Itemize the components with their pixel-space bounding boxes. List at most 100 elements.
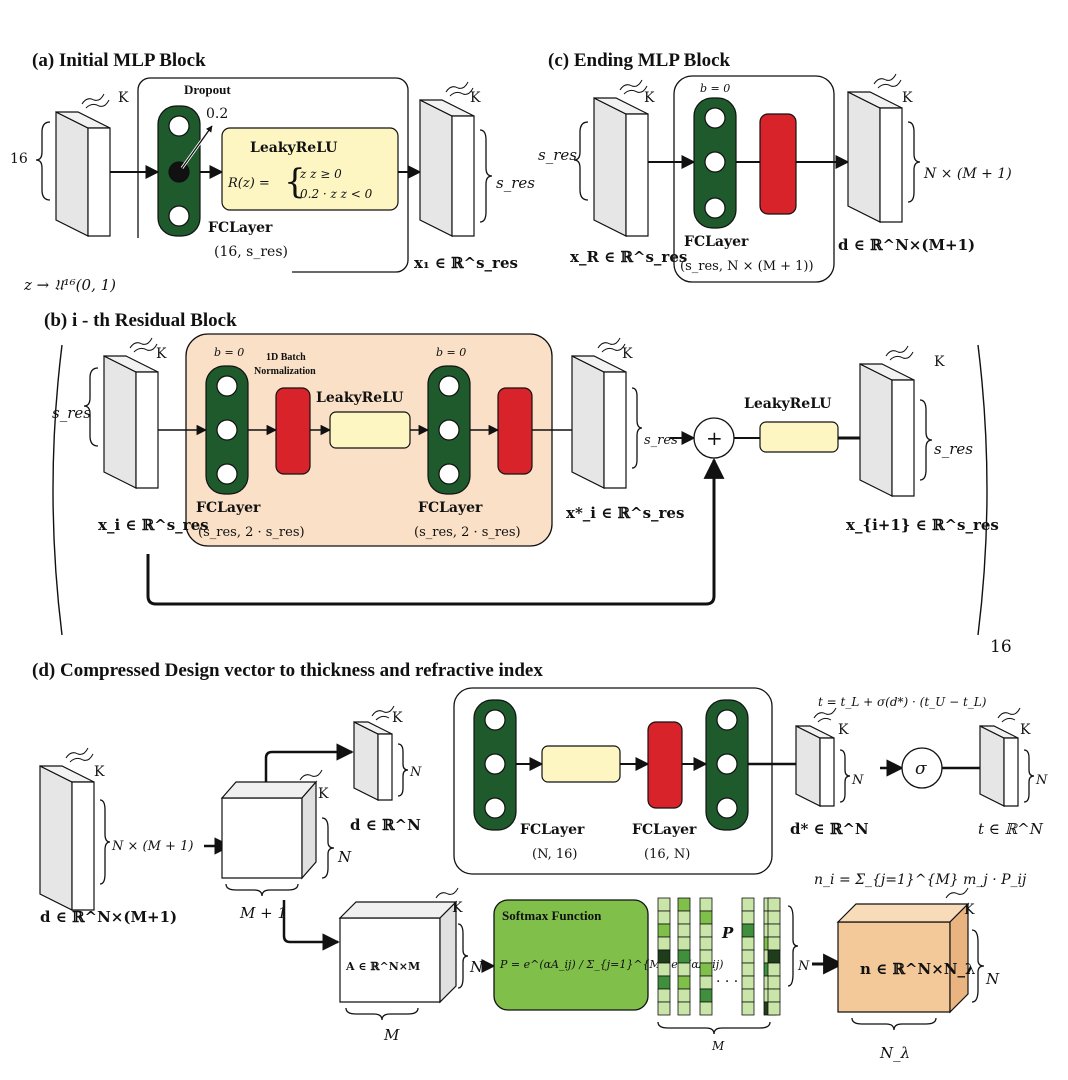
p-matrix-cell [767, 949, 781, 964]
ending-mlp-container [673, 75, 835, 283]
p-matrix-cell [741, 988, 755, 1003]
dropout-rate: 0.2 [206, 106, 228, 122]
p-matrix-cell [741, 923, 755, 938]
leakyrelu-box-b-outer [759, 421, 839, 453]
p-matrix-cell [767, 897, 781, 912]
d-top-tensor [353, 705, 395, 801]
add-symbol: + [706, 426, 723, 450]
output-label-a: x₁ ∈ ℝ^s_res [414, 254, 518, 272]
repeat-count: 16 [990, 637, 1012, 657]
k-label: K [318, 786, 329, 802]
p-matrix-cell [677, 923, 691, 938]
p-matrix-cell [699, 988, 713, 1003]
k-label: K [392, 710, 403, 726]
panel-a: (a) Initial MLP Block K 16 Dropout 0.2 F… [10, 50, 535, 294]
p-matrix-cell [699, 923, 713, 938]
p-matrix [657, 897, 781, 1016]
dropout-layer-d [647, 721, 683, 809]
p-matrix-cell [699, 975, 713, 990]
p-matrix-cell [699, 910, 713, 925]
panel-c-title: (c) Ending MLP Block [548, 50, 731, 71]
input-brace [35, 121, 51, 201]
p-matrix-cell [767, 936, 781, 951]
input-dim-label: 16 [10, 151, 28, 167]
leakyrelu-label-b-inner: LeakyReLU [316, 390, 404, 406]
p-matrix-cell [767, 962, 781, 977]
panel-d-title: (d) Compressed Design vector to thicknes… [32, 660, 543, 681]
p-matrix-cell [657, 897, 671, 912]
p-dim-m: M [711, 1039, 725, 1053]
fc-dims-b2: (s_res, 2 · s_res) [414, 525, 521, 540]
mid-label-b: x*_i ∈ ℝ^s_res [566, 504, 684, 522]
output-label-c: d ∈ ℝ^N×(M+1) [838, 236, 975, 254]
dropout-layer-b [497, 387, 533, 475]
dropout-layer-c [759, 113, 797, 215]
k-label: K [934, 354, 945, 370]
repeat-paren-left [52, 344, 63, 636]
output-dim-c: N × (M + 1) [923, 166, 1012, 182]
input-tensor-c [593, 79, 649, 237]
output-tensor-b [859, 345, 915, 497]
fc-label-c: FCLayer [684, 234, 749, 250]
k-label: K [838, 722, 849, 738]
p-matrix-cell [699, 949, 713, 964]
bn-label-line2: Normalization [254, 366, 316, 377]
fc-dims-b1: (s_res, 2 · s_res) [198, 525, 305, 540]
p-matrix-cell [657, 1001, 671, 1016]
input-dim-b: s_res [52, 404, 91, 422]
initial-mlp-container [137, 77, 409, 273]
input-label-c: x_R ∈ ℝ^s_res [570, 248, 687, 266]
p-matrix-cell [741, 949, 755, 964]
k-label: K [622, 346, 633, 362]
n-lambda: N_λ [879, 1044, 910, 1062]
p-matrix-cell [699, 897, 713, 912]
noise-label: z → 𝔘¹⁶(0, 1) [23, 276, 116, 294]
fc-dims-d2: (16, N) [644, 847, 690, 862]
p-matrix-cell [677, 949, 691, 964]
p-matrix-cell [767, 1001, 781, 1016]
p-dots: · · · [716, 974, 738, 990]
output-label-b: x_{i+1} ∈ ℝ^s_res [846, 516, 999, 534]
p-matrix-cell [657, 923, 671, 938]
out-dim-b: s_res [934, 440, 973, 458]
p-matrix-cell [657, 910, 671, 925]
fc-label-d1: FCLayer [520, 822, 585, 838]
panel-b: (b) i - th Residual Block 16 K s_res b =… [44, 310, 1012, 657]
k-label: K [902, 90, 913, 106]
p-matrix-cell [657, 949, 671, 964]
bn-label-line1: 1D Batch [266, 352, 306, 363]
design-cube [220, 769, 323, 880]
thickness-equation: t = t_L + σ(d*) · (t_U − t_L) [818, 695, 987, 709]
k-label: K [118, 90, 129, 106]
p-dim-n: N [797, 959, 810, 974]
a-cube [338, 887, 459, 1004]
mid-dim-b: s_res [644, 433, 678, 448]
p-matrix-cell [657, 962, 671, 977]
softmax-title: Softmax Function [502, 908, 602, 923]
output-tensor-c [847, 73, 903, 223]
p-matrix-cell [767, 910, 781, 925]
p-matrix-cell [699, 936, 713, 951]
input-label-d: d ∈ ℝ^N×(M+1) [40, 908, 177, 926]
sigma-symbol: σ [915, 759, 927, 779]
p-matrix-cell [767, 988, 781, 1003]
a-m: M [383, 1026, 400, 1044]
k-label: K [94, 764, 105, 780]
k-label: K [964, 902, 975, 918]
batchnorm-layer-b [275, 387, 311, 475]
leakyrelu-label-b-outer: LeakyReLU [744, 396, 832, 412]
p-matrix-cell [657, 975, 671, 990]
skip-connection [146, 457, 725, 606]
p-matrix-cell [741, 897, 755, 912]
p-matrix-cell [677, 936, 691, 951]
p-matrix-cell [741, 936, 755, 951]
leakyrelu-label-a: LeakyReLU [250, 140, 338, 156]
fc-dims-c: (s_res, N × (M + 1)) [680, 259, 814, 274]
brace-glyph: { [284, 162, 306, 202]
p-matrix-cell [677, 910, 691, 925]
k-label: K [452, 900, 463, 916]
p-matrix-cell [699, 962, 713, 977]
p-matrix-cell [741, 975, 755, 990]
p-matrix-cell [677, 988, 691, 1003]
